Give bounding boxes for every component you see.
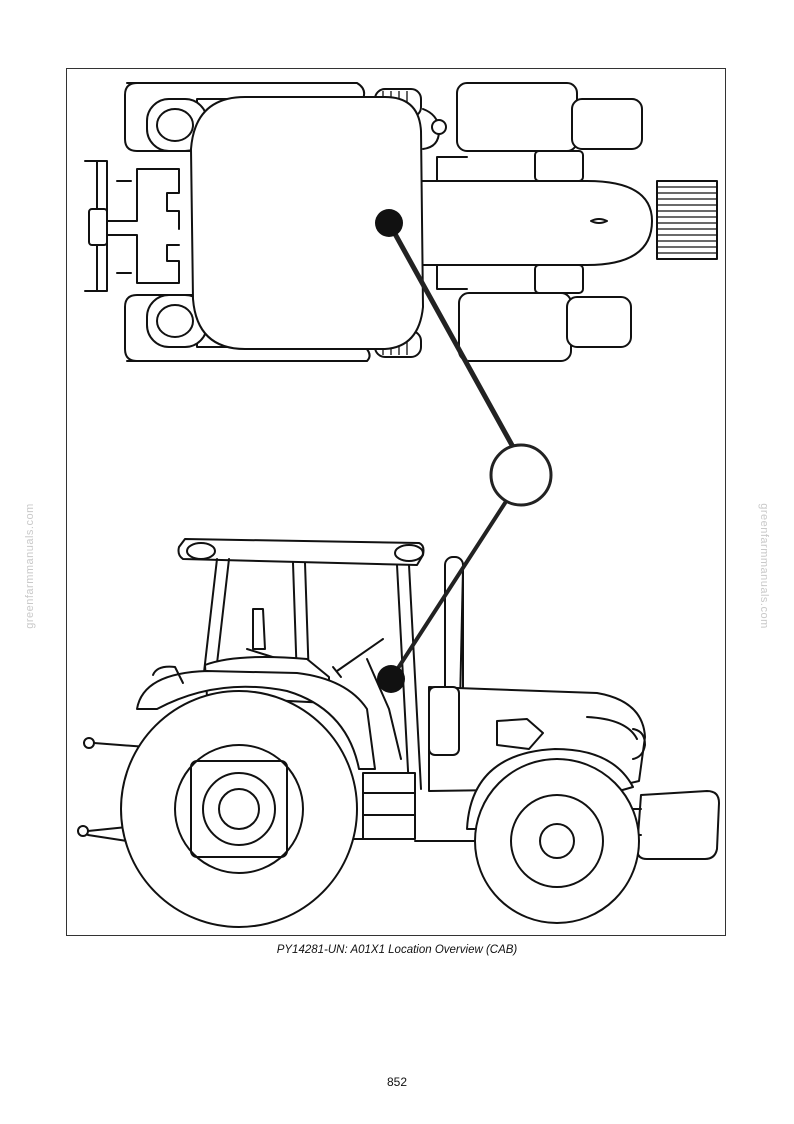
tractor-side-view — [77, 538, 720, 928]
location-marker-dot-side — [377, 665, 405, 693]
front-wheel-top-lower — [458, 292, 632, 362]
cab-steps — [362, 772, 416, 840]
location-callout — [375, 209, 553, 693]
figure-caption: PY14281-UN: A01X1 Location Overview (CAB… — [276, 944, 518, 956]
cab-roof-side — [177, 538, 425, 566]
engine-hood-top — [406, 150, 653, 294]
empty-callout-circle — [489, 443, 553, 507]
watermark-left: greenfarmmanuals.com — [24, 503, 36, 629]
front-weight — [636, 790, 720, 860]
tractor-top-view — [84, 82, 718, 362]
cab-roof-top — [190, 96, 424, 350]
rear-hitch-top — [84, 160, 180, 292]
location-marker-dot — [375, 209, 403, 237]
front-wheel-top-upper — [456, 82, 643, 152]
page-number: 852 — [386, 1075, 408, 1089]
watermark-right: greenfarmmanuals.com — [758, 503, 770, 629]
front-grille-top — [656, 180, 718, 260]
rear-fender-side — [136, 670, 376, 770]
figure-frame — [66, 68, 726, 936]
tractor-location-diagram — [77, 82, 720, 928]
steering-wheel — [332, 638, 402, 760]
front-wheel-side — [474, 758, 640, 924]
rear-wheel-side — [120, 690, 358, 928]
